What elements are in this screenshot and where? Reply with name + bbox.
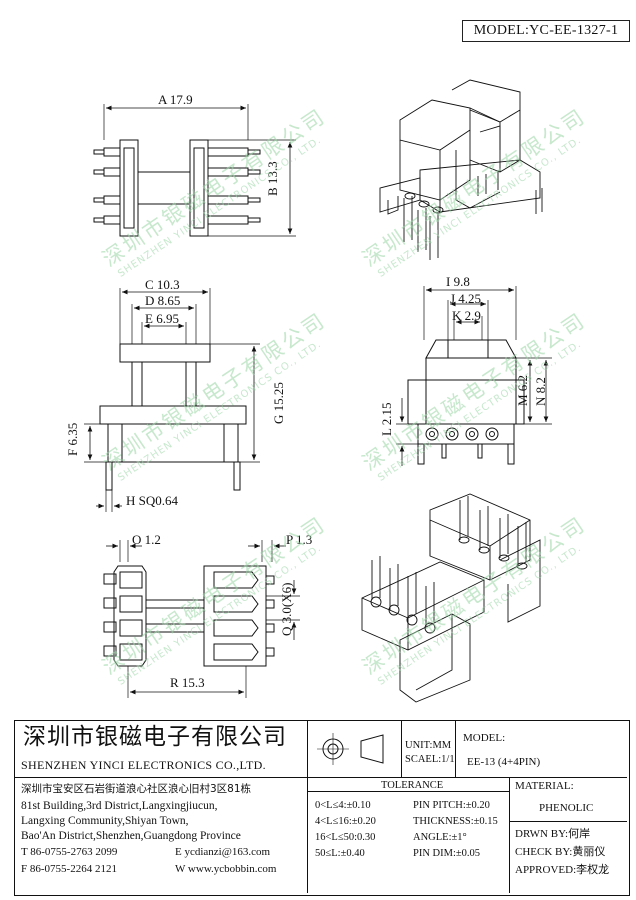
dim-e: E 6.95 (145, 311, 179, 326)
tolerance-title: TOLERANCE (381, 780, 444, 791)
dim-r: R 15.3 (170, 675, 205, 690)
dim-i: I 9.8 (446, 274, 470, 289)
company-name-en: SHENZHEN YINCI ELECTRONICS CO.,LTD. (21, 758, 266, 772)
drawing-sheet (84, 79, 552, 703)
email: E ycdianzi@163.com (175, 846, 271, 858)
projection-symbol-icon (317, 733, 384, 765)
dim-d: D 8.65 (145, 293, 181, 308)
model-value: EE-13 (4+4PIN) (467, 756, 541, 768)
dim-f: F 6.35 (65, 422, 80, 456)
address-line-1: 81st Building,3rd District,Langxingjiucu… (21, 800, 218, 812)
dim-j: J 4.25 (450, 291, 482, 306)
tolerance-thickness: THICKNESS:±0.15 (413, 816, 498, 827)
iso-view-bottom (361, 493, 541, 703)
model-label: MODEL: (463, 732, 506, 744)
model-code: MODEL:YC-EE-1327-1 (462, 20, 630, 42)
unit: UNIT:MM (405, 740, 452, 751)
dim-a: A 17.9 (158, 92, 193, 107)
scale: SCAEL:1/1 (405, 754, 455, 765)
checked-by: CHECK BY:黄丽仪 (515, 846, 606, 858)
dim-h: H SQ0.64 (126, 493, 179, 508)
side-view (396, 286, 552, 466)
material-label: MATERIAL: (515, 780, 574, 792)
dim-c: C 10.3 (145, 277, 180, 292)
tolerance-row-2: 4<L≤16:±0.20 (315, 816, 376, 827)
top-view (93, 104, 296, 237)
tolerance-pin-pitch: PIN PITCH:±0.20 (413, 800, 490, 811)
approved-by: APPROVED:李权龙 (515, 864, 610, 876)
tolerance-pin-dim: PIN DIM:±0.05 (413, 848, 481, 859)
drawn-by: DRWN BY:何岸 (515, 828, 591, 840)
tolerance-row-3: 16<L≤50:0.30 (315, 832, 376, 843)
fax: F 86-0755-2264 2121 (21, 863, 117, 875)
dim-k: K 2.9 (452, 308, 481, 323)
front-view (84, 288, 260, 512)
material-value: PHENOLIC (539, 802, 594, 814)
website: W www.ycbobbin.com (175, 863, 277, 875)
tolerance-row-4: 50≤L:±0.40 (315, 848, 365, 859)
company-name-zh: 深圳市银磁电子有限公司 (23, 724, 287, 750)
tel: T 86-0755-2763 2099 (21, 846, 118, 858)
address-zh: 深圳市宝安区石岩街道浪心社区浪心旧村3区81栋 (21, 783, 252, 795)
iso-view-top (379, 79, 543, 260)
tolerance-angle: ANGLE:±1° (413, 832, 467, 843)
tolerance-row-1: 0<L≤4:±0.10 (315, 800, 371, 811)
bottom-view (103, 540, 300, 698)
dim-g: G 15.25 (271, 382, 286, 424)
title-block: 深圳市银磁电子有限公司 SHENZHEN YINCI ELECTRONICS C… (14, 720, 630, 896)
dim-p: P 1.3 (286, 532, 313, 547)
address-line-2: Langxing Community,Shiyan Town, (21, 815, 189, 827)
dim-o: O 1.2 (132, 532, 161, 547)
dim-q: Q 3.0(X6) (279, 582, 294, 636)
dim-n: N 8.2 (533, 377, 548, 406)
address-line-3: Bao'An District,Shenzhen,Guangdong Provi… (21, 830, 241, 842)
